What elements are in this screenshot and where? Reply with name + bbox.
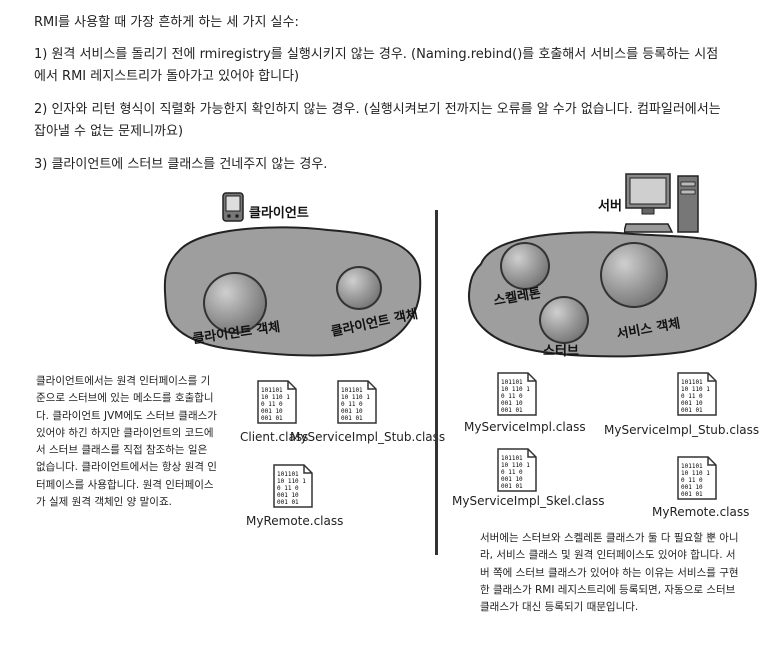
- svg-text:001 01: 001 01: [501, 407, 523, 414]
- server-file-stub: MyServiceImpl_Stub.class: [604, 423, 760, 437]
- desktop-computer-icon: [623, 172, 702, 234]
- stub-sphere: [539, 296, 589, 344]
- svg-text:10 110 1: 10 110 1: [341, 394, 370, 401]
- svg-text:0 11 0: 0 11 0: [681, 393, 703, 400]
- svg-text:0 11 0: 0 11 0: [341, 401, 363, 408]
- client-note: 클라이언트에서는 원격 인터페이스를 기준으로 스터브에 있는 메소드를 호출합…: [36, 375, 217, 509]
- server-file-skel: MyServiceImpl_Skel.class: [452, 494, 605, 508]
- client-file-stub: MyServiceImpl_Stub.class: [290, 430, 446, 444]
- svg-text:0 11 0: 0 11 0: [277, 485, 299, 492]
- server-title: 서버: [598, 199, 622, 214]
- svg-text:001 10: 001 10: [681, 400, 703, 407]
- svg-text:001 01: 001 01: [277, 499, 299, 506]
- svg-text:0 11 0: 0 11 0: [501, 469, 523, 476]
- svg-text:001 01: 001 01: [341, 415, 363, 422]
- svg-text:10 110 1: 10 110 1: [501, 386, 530, 393]
- svg-text:101101: 101101: [501, 455, 523, 462]
- client-title: 클라이언트: [249, 206, 309, 221]
- client-object-sphere-1: [203, 272, 267, 334]
- svg-text:10 110 1: 10 110 1: [277, 478, 306, 485]
- svg-text:001 10: 001 10: [341, 408, 363, 415]
- svg-text:10 110 1: 10 110 1: [681, 386, 710, 393]
- client-file-client: Client.class: [240, 430, 309, 444]
- file-icon: 101101 10 110 1 0 11 0 001 10 001 01: [257, 380, 297, 424]
- server-file-remote: MyRemote.class: [652, 505, 750, 519]
- mistake-item-3: 3) 클라이언트에 스터브 클래스를 건네주지 않는 경우.: [34, 157, 328, 172]
- file-icon: 101101 10 110 1 0 11 0 001 10 001 01: [497, 448, 537, 492]
- svg-text:001 10: 001 10: [681, 484, 703, 491]
- mistake-item-1: 1) 원격 서비스를 돌리기 전에 rmiregistry를 실행시키지 않는 …: [34, 47, 719, 84]
- intro-heading: RMI를 사용할 때 가장 흔하게 하는 세 가지 실수:: [34, 15, 299, 30]
- svg-text:10 110 1: 10 110 1: [681, 470, 710, 477]
- svg-text:10 110 1: 10 110 1: [261, 394, 290, 401]
- client-server-divider: [435, 210, 438, 555]
- intro-section: RMI를 사용할 때 가장 흔하게 하는 세 가지 실수: 1) 원격 서비스를…: [34, 12, 724, 187]
- svg-text:0 11 0: 0 11 0: [681, 477, 703, 484]
- svg-text:101101: 101101: [501, 379, 523, 386]
- svg-text:001 01: 001 01: [501, 483, 523, 490]
- svg-text:101101: 101101: [277, 471, 299, 478]
- svg-text:0 11 0: 0 11 0: [261, 401, 283, 408]
- svg-text:001 10: 001 10: [501, 476, 523, 483]
- svg-text:101101: 101101: [681, 463, 703, 470]
- svg-text:001 10: 001 10: [261, 408, 283, 415]
- skeleton-sphere: [500, 242, 550, 290]
- svg-text:001 10: 001 10: [277, 492, 299, 499]
- svg-text:001 10: 001 10: [501, 400, 523, 407]
- svg-text:001 01: 001 01: [681, 491, 703, 498]
- svg-text:001 01: 001 01: [681, 407, 703, 414]
- file-icon: 101101 10 110 1 0 11 0 001 10 001 01: [677, 372, 717, 416]
- client-object-sphere-2: [336, 266, 382, 310]
- file-icon: 101101 10 110 1 0 11 0 001 10 001 01: [337, 380, 377, 424]
- file-icon: 101101 10 110 1 0 11 0 001 10 001 01: [677, 456, 717, 500]
- svg-text:001 01: 001 01: [261, 415, 283, 422]
- file-bits: 101101: [261, 387, 283, 394]
- server-note: 서버에는 스터브와 스켈레톤 클래스가 둘 다 필요할 뿐 아니라, 서비스 클…: [480, 532, 739, 614]
- client-file-remote: MyRemote.class: [246, 514, 344, 528]
- mistake-item-2: 2) 인자와 리턴 형식이 직렬화 가능한지 확인하지 않는 경우. (실행시켜…: [34, 102, 721, 139]
- file-icon: 101101 10 110 1 0 11 0 001 10 001 01: [273, 464, 313, 508]
- svg-text:101101: 101101: [681, 379, 703, 386]
- pda-icon: [222, 192, 244, 222]
- svg-text:10 110 1: 10 110 1: [501, 462, 530, 469]
- file-icon: 101101 10 110 1 0 11 0 001 10 001 01: [497, 372, 537, 416]
- stub-label: 스터브: [543, 344, 579, 359]
- svg-text:0 11 0: 0 11 0: [501, 393, 523, 400]
- svg-text:101101: 101101: [341, 387, 363, 394]
- server-file-impl: MyServiceImpl.class: [464, 420, 586, 434]
- service-object-sphere: [600, 242, 668, 308]
